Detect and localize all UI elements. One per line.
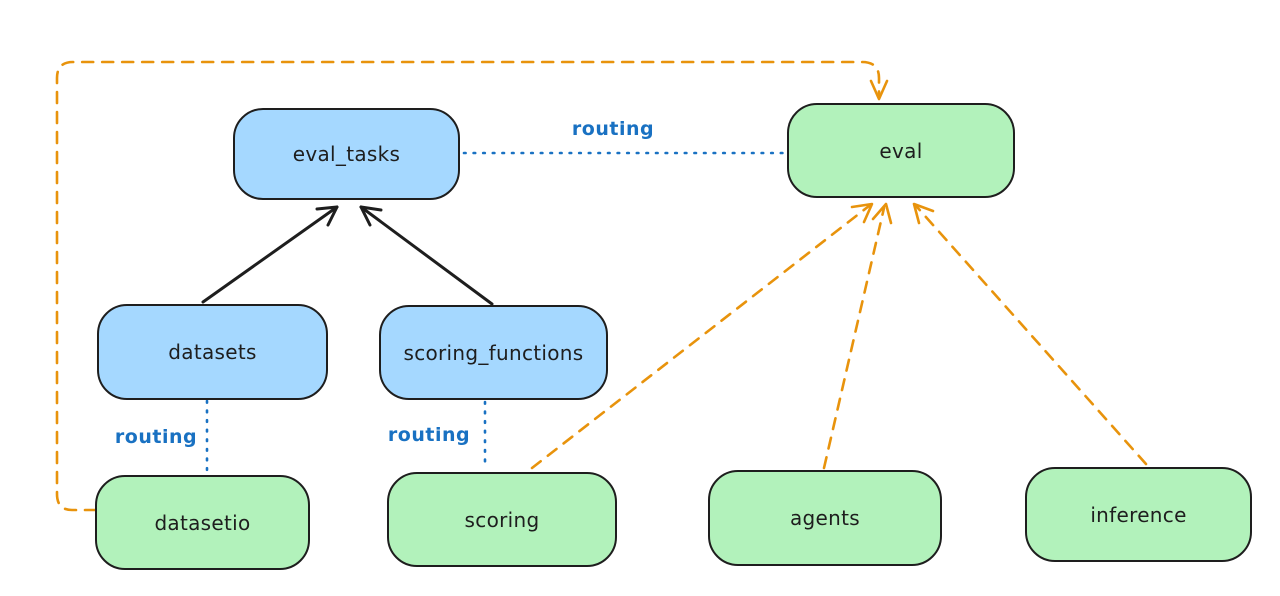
node-agents: agents [708, 470, 942, 566]
edge-label-routing-scoring-functions-scoring: routing [387, 424, 471, 446]
node-scoring: scoring [387, 472, 617, 567]
edge-agents-to-eval-arrowhead [871, 202, 893, 225]
node-scoring-functions: scoring_functions [379, 305, 608, 400]
node-inference-label: inference [1090, 502, 1187, 527]
edge-inference-to-eval-arrowhead [912, 202, 935, 225]
node-datasetio-label: datasetio [154, 510, 251, 535]
node-datasetio: datasetio [95, 475, 310, 570]
edge-inference-to-eval-dashed-line [915, 205, 1148, 466]
node-eval-tasks: eval_tasks [233, 108, 460, 200]
edge-scoring-functions-to-eval-tasks-line [359, 205, 494, 306]
node-eval-tasks-label: eval_tasks [292, 142, 401, 166]
node-datasets-label: datasets [168, 340, 257, 364]
node-eval: eval [787, 103, 1015, 198]
node-scoring-functions-label: scoring_functions [403, 340, 584, 365]
edge-datasetio-to-eval-arrowhead [869, 79, 889, 101]
edge-label-routing-eval-tasks-eval: routing [571, 118, 655, 140]
node-scoring-label: scoring [464, 507, 540, 532]
node-agents-label: agents [790, 506, 860, 530]
edge-datasets-to-eval-tasks-arrowhead [315, 205, 339, 227]
edge-scoring-to-eval-arrowhead [850, 202, 874, 224]
node-inference: inference [1025, 467, 1252, 562]
edge-agents-to-eval-dashed-line [822, 206, 886, 470]
node-datasets: datasets [97, 304, 328, 400]
edge-label-routing-datasets-datasetio: routing [114, 426, 198, 448]
edge-scoring-functions-to-eval-tasks-arrowhead [359, 205, 383, 227]
edge-datasets-to-eval-tasks-line [201, 205, 339, 304]
node-eval-label: eval [879, 138, 923, 163]
